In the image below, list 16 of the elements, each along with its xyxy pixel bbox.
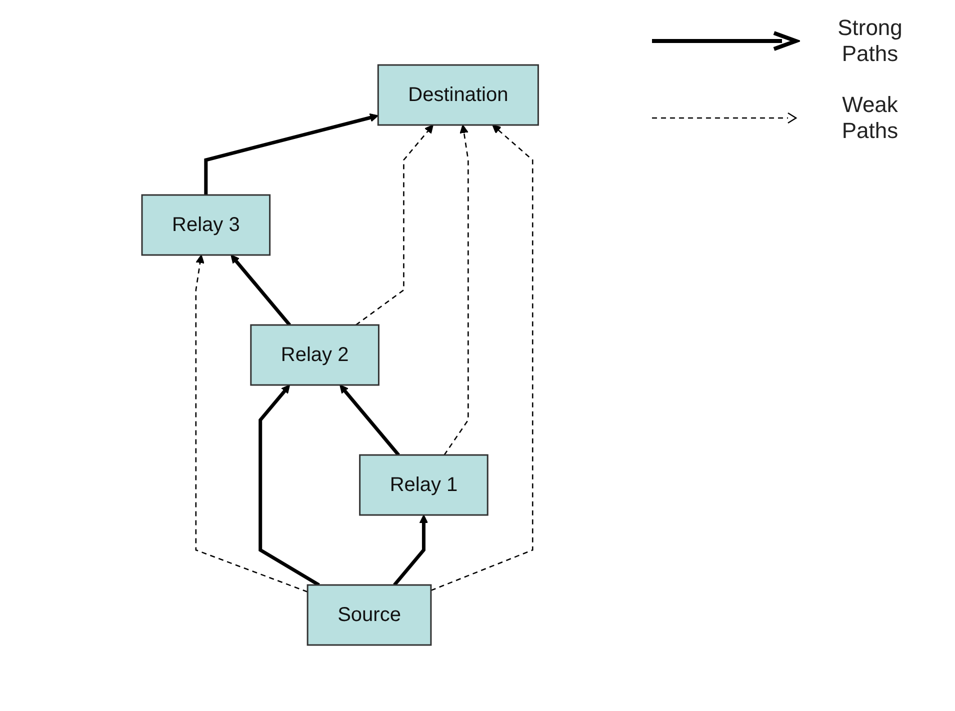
arrow [258, 384, 320, 586]
node-box: Relay 1 [358, 454, 488, 516]
node-box: Relay 3 [141, 194, 270, 256]
arrow [204, 113, 378, 195]
arrow [355, 124, 434, 326]
arrow [195, 254, 308, 592]
arrow [430, 124, 534, 592]
node-box: Source [306, 584, 432, 646]
legend-text: Weak Paths [840, 92, 900, 144]
node-box: Destination [377, 64, 539, 126]
arrow [444, 124, 469, 456]
arrow [230, 254, 291, 326]
legend-text: Strong Paths [836, 15, 904, 67]
arrow [392, 514, 428, 586]
arrow [339, 384, 400, 456]
node-box: Relay 2 [250, 324, 380, 386]
